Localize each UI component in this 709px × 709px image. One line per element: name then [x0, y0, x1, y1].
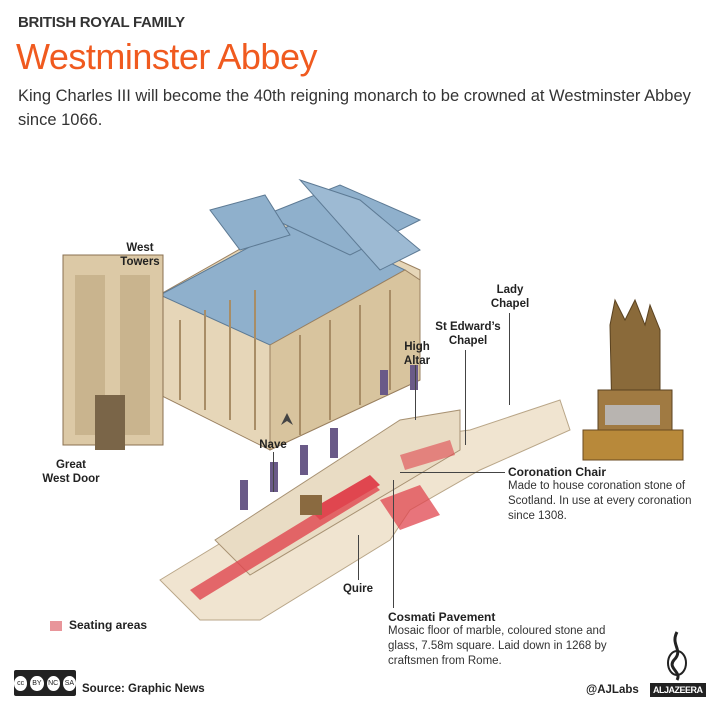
- license-by-icon: BY: [30, 675, 44, 691]
- creative-commons-badge: cc BY NC SA: [14, 670, 76, 696]
- kicker: BRITISH ROYAL FAMILY: [18, 14, 185, 31]
- legend-label: Seating areas: [69, 618, 148, 632]
- leader-line-chair: [400, 472, 505, 473]
- callout-cosmati-pavement: Cosmati Pavement Mosaic floor of marble,…: [388, 610, 628, 669]
- leader-line-quire: [358, 535, 359, 580]
- callout-text: Made to house coronation stone of Scotla…: [508, 480, 692, 522]
- quire-screen: [300, 495, 322, 515]
- aljazeera-logo-icon: [667, 631, 687, 681]
- leader-line-cosmati: [393, 480, 394, 608]
- aljazeera-wordmark: ALJAZEERA: [650, 683, 706, 697]
- coronation-chair-image: [582, 298, 684, 461]
- label-west-towers: West Towers: [120, 242, 160, 268]
- callout-coronation-chair: Coronation Chair Made to house coronatio…: [508, 465, 698, 524]
- leader-line-high-altar: [415, 365, 416, 420]
- callout-text: Mosaic floor of marble, coloured stone a…: [388, 625, 607, 667]
- subtitle: King Charles III will become the 40th re…: [18, 87, 691, 129]
- label-great-west-door: Great West Door: [42, 459, 100, 485]
- legend-swatch-seating: [50, 620, 62, 631]
- leader-line-lady-chapel: [509, 313, 510, 405]
- license-nc-icon: NC: [46, 675, 60, 691]
- label-lady-chapel: Lady Chapel: [490, 284, 530, 310]
- ajlabs-handle: @AJLabs: [586, 684, 639, 696]
- page-title: Westminster Abbey: [16, 36, 317, 77]
- license-sa-icon: SA: [62, 675, 76, 691]
- source-text: Source: Graphic News: [82, 683, 205, 695]
- abbey-exterior: [62, 178, 422, 451]
- label-quire: Quire: [342, 583, 374, 595]
- label-st-edwards-chapel: St Edward’s Chapel: [435, 321, 501, 347]
- label-high-altar: High Altar: [403, 341, 431, 367]
- leader-line-nave: [273, 452, 274, 492]
- floor-plan: [159, 365, 571, 621]
- north-arrow-icon: [281, 413, 293, 425]
- cc-icon: cc: [14, 675, 28, 691]
- leader-line-st-edwards: [465, 350, 466, 445]
- label-nave: Nave: [259, 439, 287, 451]
- legend: Seating areas: [50, 618, 147, 632]
- callout-title: Coronation Chair: [508, 465, 606, 479]
- callout-title: Cosmati Pavement: [388, 610, 496, 624]
